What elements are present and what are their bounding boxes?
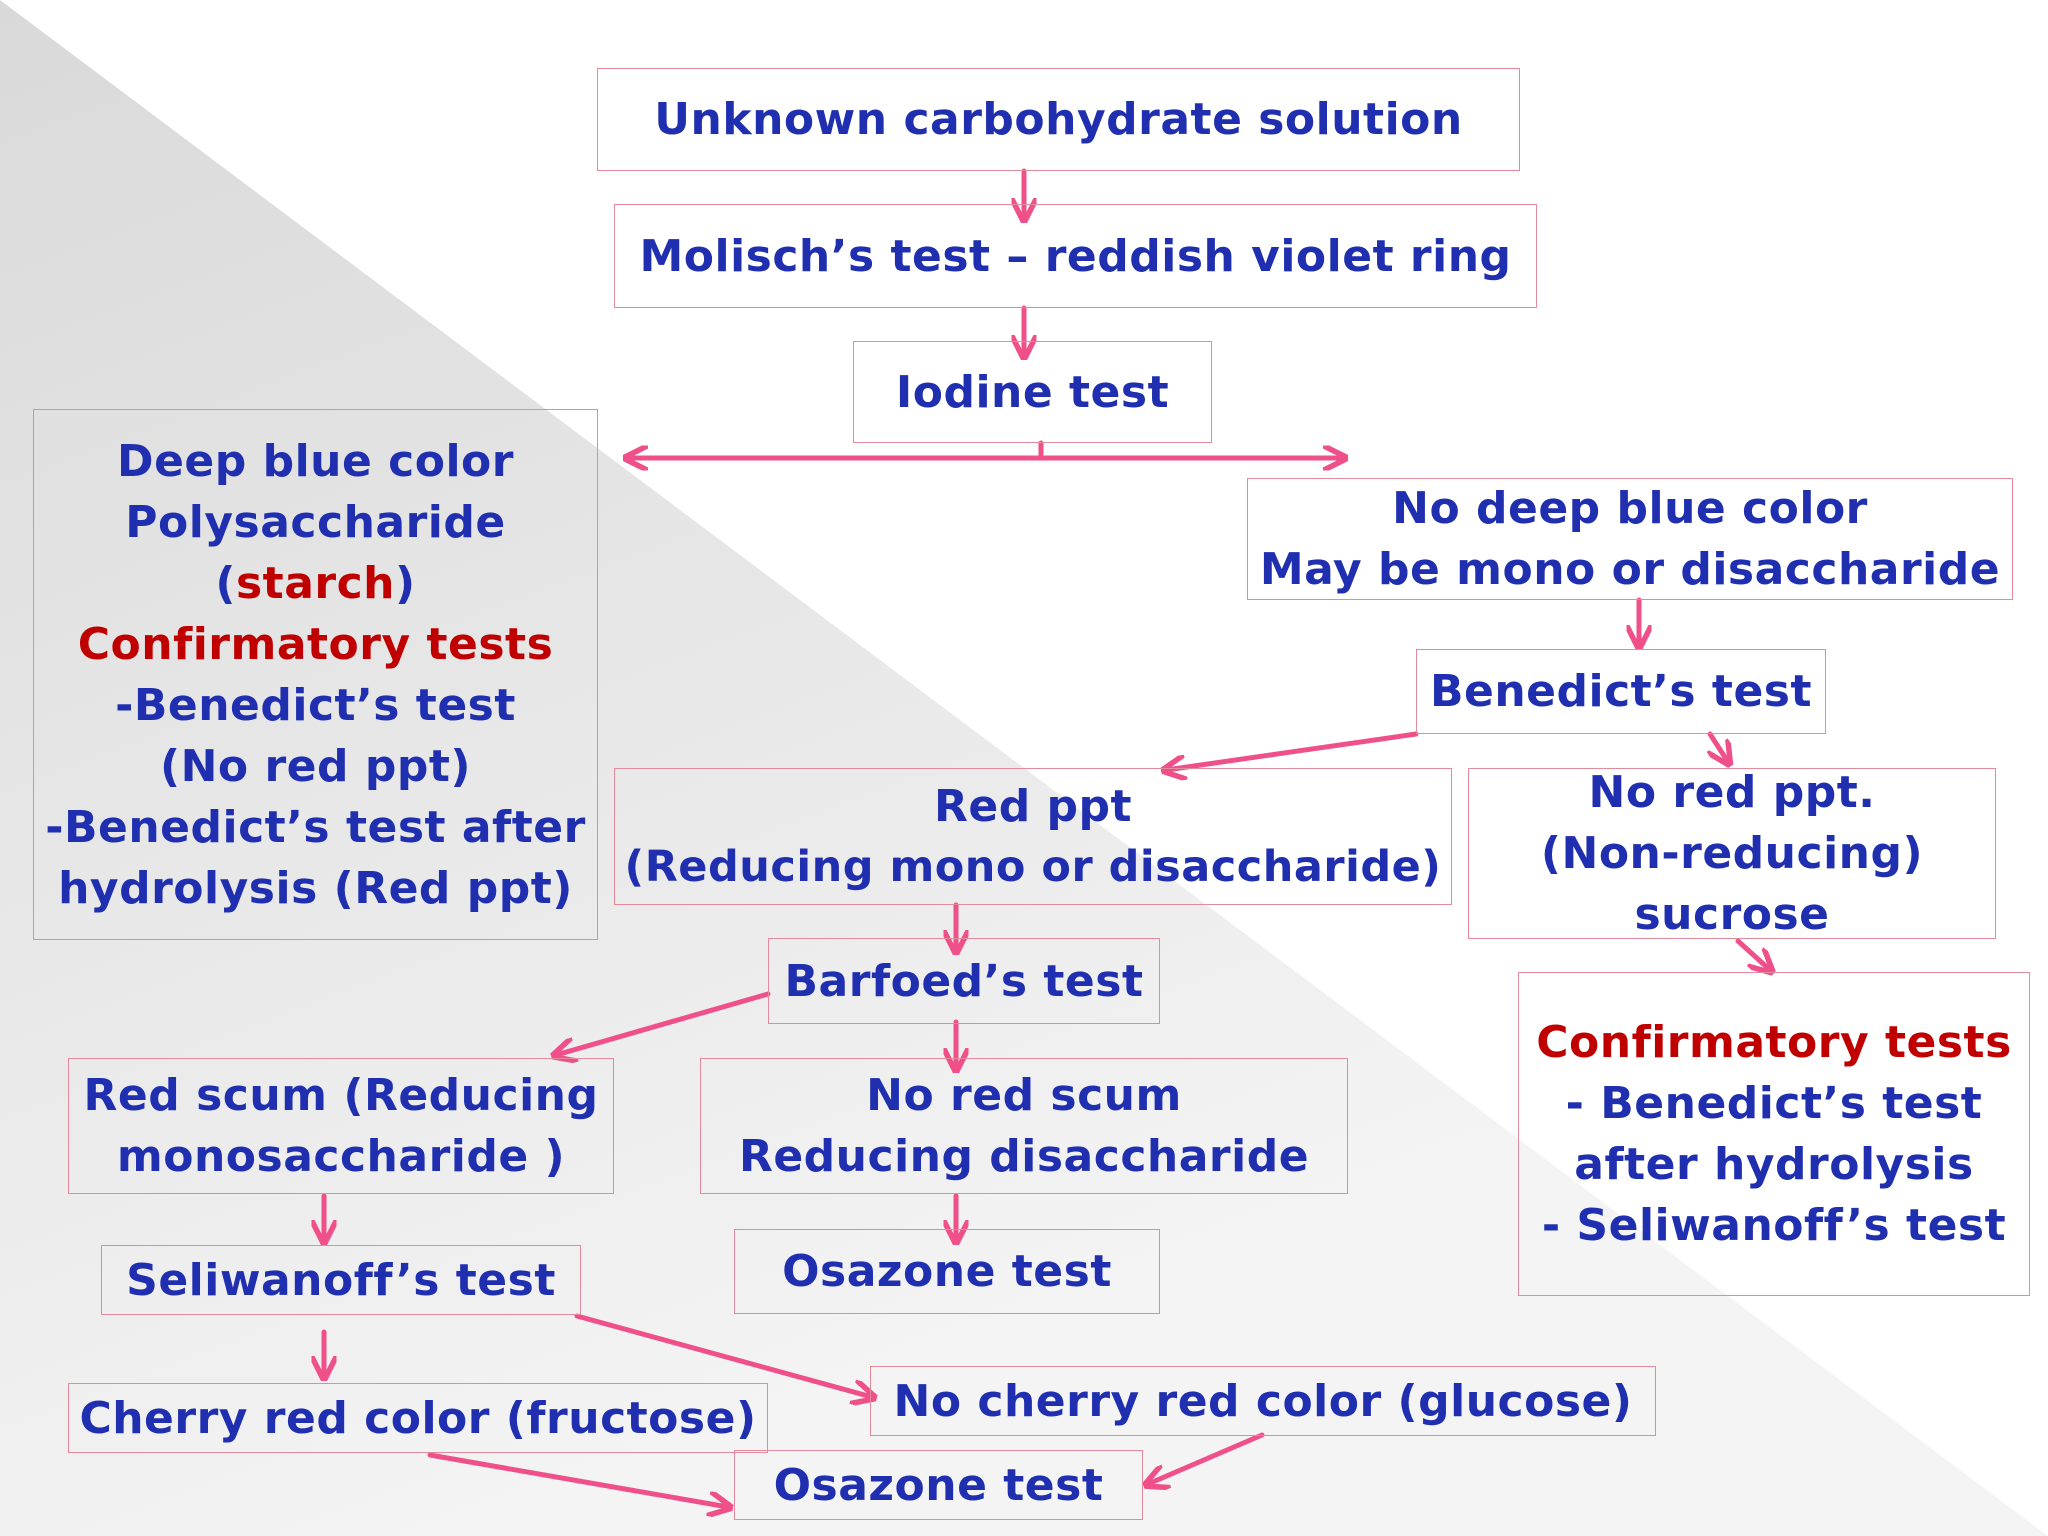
- molisch-test-box: Molisch’s test – reddish violet ring: [614, 204, 1537, 308]
- cherry-red-text: Cherry red color (fructose): [79, 1392, 757, 1444]
- no-red-ppt-box: No red ppt. (Non-reducing) sucrose: [1468, 767, 1996, 940]
- no-cherry-red-box: No cherry red color (glucose): [870, 1366, 1656, 1436]
- confirmatory-tests-heading: Confirmatory tests: [77, 618, 554, 670]
- osazone-test-box-2: Osazone test: [734, 1450, 1143, 1520]
- polysaccharide-box: Deep blue color Polysaccharide (starch) …: [33, 409, 598, 940]
- seliwanoff-test-text: Seliwanoff’s test: [126, 1254, 556, 1306]
- starch-open-paren: (: [215, 557, 236, 609]
- benedict-test-text: -Benedict’s test: [115, 679, 516, 731]
- red-ppt-text: Red ppt: [933, 780, 1133, 832]
- start-text: Unknown carbohydrate solution: [654, 94, 1463, 145]
- osazone-test-box-1: Osazone test: [734, 1229, 1160, 1314]
- red-ppt-box: Red ppt (Reducing mono or disaccharide): [614, 768, 1452, 905]
- no-red-ppt-result: (No red ppt): [160, 740, 471, 792]
- no-cherry-red-text: No cherry red color (glucose): [893, 1375, 1633, 1427]
- benedict-test-box: Benedict’s test: [1416, 649, 1826, 734]
- iodine-test-box: Iodine test: [853, 341, 1212, 443]
- sucrose-confirmatory-heading: Confirmatory tests: [1536, 1017, 2012, 1068]
- monosaccharide-text: monosaccharide ): [116, 1131, 566, 1182]
- starch-close-paren: ): [395, 557, 416, 609]
- hydrolysis-red-ppt-result: hydrolysis (Red ppt): [58, 862, 573, 914]
- no-deep-blue-box: No deep blue color May be mono or disacc…: [1247, 478, 2013, 600]
- reducing-mono-or-disaccharide-text: (Reducing mono or disaccharide): [624, 841, 1442, 892]
- no-deep-blue-text: No deep blue color: [1392, 483, 1868, 534]
- deep-blue-text: Deep blue color: [117, 435, 514, 487]
- sucrose-benedict-text: - Benedict’s test: [1565, 1078, 1983, 1129]
- osazone-test-text-2: Osazone test: [773, 1459, 1104, 1511]
- cherry-red-box: Cherry red color (fructose): [68, 1383, 768, 1453]
- sucrose-seliwanoff-text: - Seliwanoff’s test: [1541, 1200, 2007, 1251]
- sucrose-after-hydrolysis-text: after hydrolysis: [1574, 1139, 1974, 1190]
- osazone-test-text-1: Osazone test: [782, 1246, 1112, 1297]
- no-red-ppt-text: No red ppt.: [1588, 767, 1876, 818]
- mono-or-disaccharide-text: May be mono or disaccharide: [1259, 544, 2001, 595]
- no-red-scum-box: No red scum Reducing disaccharide: [700, 1058, 1348, 1194]
- seliwanoff-test-box: Seliwanoff’s test: [101, 1245, 581, 1315]
- starch-text: starch: [235, 557, 396, 609]
- red-scum-box: Red scum (Reducing monosaccharide ): [68, 1058, 614, 1194]
- sucrose-text: sucrose: [1634, 889, 1830, 940]
- no-red-scum-text: No red scum: [866, 1070, 1182, 1121]
- polysaccharide-text: Polysaccharide: [125, 496, 506, 548]
- non-reducing-text: (Non-reducing): [1540, 828, 1924, 879]
- red-scum-text: Red scum (Reducing: [83, 1070, 599, 1121]
- benedict-test-label: Benedict’s test: [1429, 666, 1813, 717]
- benedict-after-hydrolysis-text: -Benedict’s test after: [45, 801, 586, 853]
- starch-line: (starch): [215, 553, 415, 614]
- reducing-disaccharide-text: Reducing disaccharide: [738, 1131, 1310, 1182]
- barfoed-test-text: Barfoed’s test: [784, 955, 1144, 1007]
- barfoed-test-box: Barfoed’s test: [768, 938, 1160, 1024]
- molisch-test-text: Molisch’s test – reddish violet ring: [639, 230, 1512, 282]
- sucrose-confirmatory-box: Confirmatory tests - Benedict’s test aft…: [1518, 972, 2030, 1296]
- start-box: Unknown carbohydrate solution: [597, 68, 1520, 171]
- iodine-test-text: Iodine test: [895, 366, 1170, 418]
